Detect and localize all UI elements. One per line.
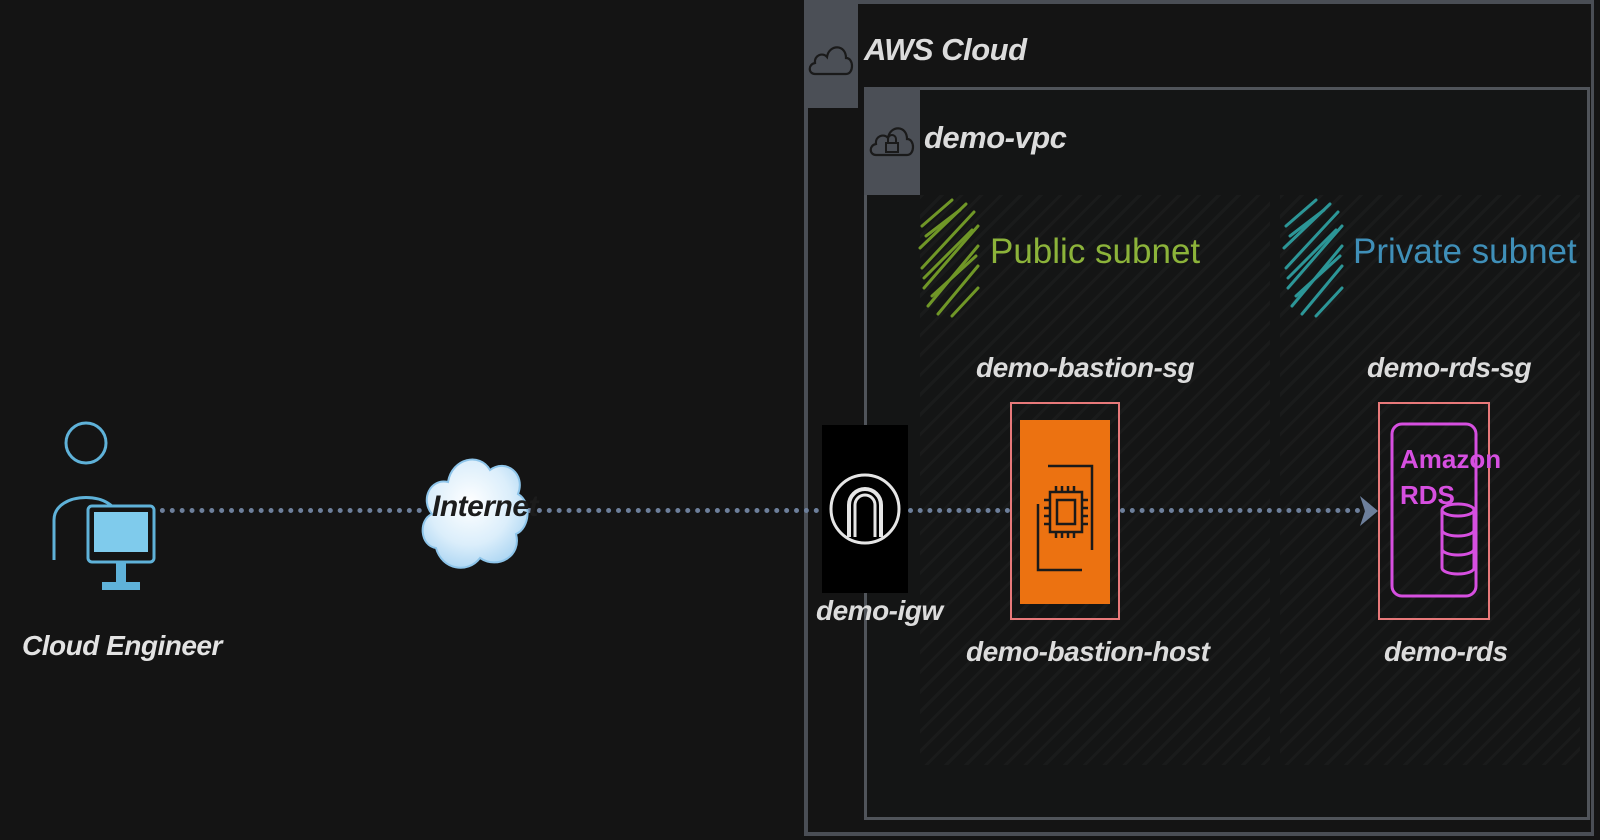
cloud-icon bbox=[421, 458, 529, 569]
private-subnet-area bbox=[1280, 195, 1580, 765]
cloud-lock-icon bbox=[869, 127, 915, 157]
user-computer-icon bbox=[52, 421, 156, 590]
edge-engineer-internet bbox=[150, 508, 422, 513]
public-subnet-hatch-icon bbox=[918, 198, 980, 318]
rds-label: demo-rds bbox=[1384, 636, 1508, 667]
rds-icon-text-rds: RDS bbox=[1400, 480, 1455, 510]
rds-sg-label: demo-rds-sg bbox=[1367, 352, 1532, 383]
igw-node bbox=[822, 425, 908, 593]
private-subnet-label: Private subnet bbox=[1353, 232, 1577, 271]
arrowhead-icon bbox=[1360, 496, 1378, 526]
private-subnet-hatch-icon bbox=[1282, 198, 1344, 318]
ec2-instance-icon bbox=[1036, 464, 1094, 572]
edge-internet-igw bbox=[527, 508, 829, 513]
vpc-container bbox=[864, 87, 1590, 820]
bastion-sg-label: demo-bastion-sg bbox=[976, 352, 1195, 383]
edge-igw-bastion bbox=[908, 508, 1010, 513]
internet-gateway-icon bbox=[829, 473, 901, 545]
bastion-label: demo-bastion-host bbox=[966, 636, 1210, 667]
rds-sg-box bbox=[1378, 402, 1490, 620]
cloud-outline-icon bbox=[808, 46, 854, 76]
vpc-label: demo-vpc bbox=[924, 120, 1067, 155]
rds-icon-text-amazon: Amazon bbox=[1400, 444, 1502, 474]
bastion-node bbox=[1020, 420, 1110, 604]
internet-label: Internet bbox=[432, 490, 539, 523]
rds-database-icon bbox=[1390, 422, 1478, 598]
aws-cloud-container bbox=[804, 0, 1594, 836]
rds-node: Amazon RDS bbox=[1386, 420, 1501, 604]
aws-cloud-tab bbox=[804, 0, 858, 108]
edge-bastion-rds bbox=[1120, 508, 1370, 513]
igw-label: demo-igw bbox=[816, 595, 943, 626]
vpc-tab bbox=[864, 87, 920, 195]
bastion-sg-box bbox=[1010, 402, 1120, 620]
public-subnet-label: Public subnet bbox=[990, 232, 1201, 271]
aws-cloud-label: AWS Cloud bbox=[864, 32, 1027, 67]
engineer-label: Cloud Engineer bbox=[22, 630, 222, 661]
